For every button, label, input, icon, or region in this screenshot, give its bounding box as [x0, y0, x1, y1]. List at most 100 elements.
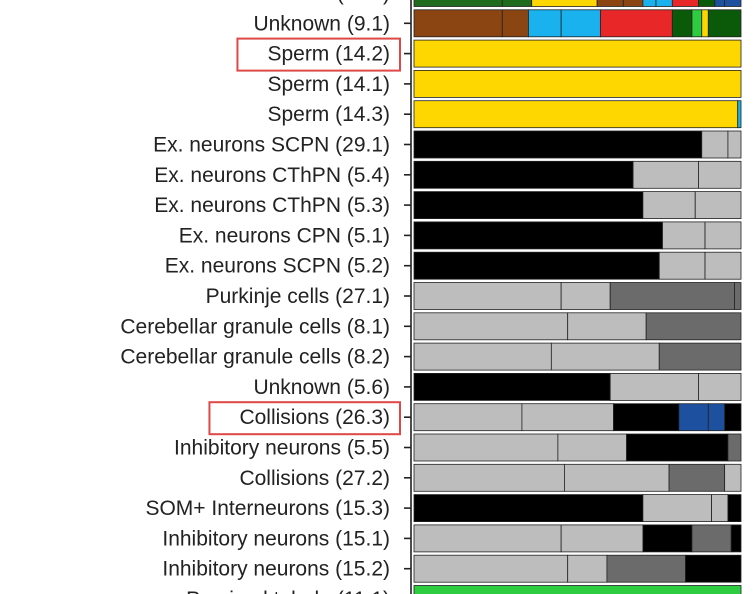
bar-segment: [413, 372, 611, 401]
bar-segment: [531, 0, 598, 7]
bar-segment: [413, 433, 559, 462]
bar-segment: [626, 433, 729, 462]
bar-segment: [550, 342, 660, 371]
highlight-box: [208, 401, 401, 436]
bar-segment: [599, 9, 673, 38]
bar-segment: [413, 9, 503, 38]
bar-segment: [642, 191, 696, 220]
bar-segment: [567, 554, 608, 583]
row-label: Ex. neurons CPN (5.1): [179, 224, 390, 247]
bar-segment: [567, 312, 647, 341]
row-label: Inhibitory neurons (5.5): [174, 437, 390, 460]
row-label: Ex. neurons CThPN (5.3): [154, 194, 390, 217]
bar-segment: [413, 130, 703, 159]
row-label: SOM+ Interneurons (15.3): [145, 497, 390, 520]
bar-segment: [691, 9, 703, 38]
bar-segment: [727, 433, 742, 462]
bar-segment: [694, 191, 742, 220]
bars-group: [413, 0, 742, 594]
bar-segment: [734, 282, 742, 310]
bar-segment: [658, 342, 742, 371]
row-label: Inhibitory neurons (15.1): [162, 527, 390, 550]
bar-segment: [564, 463, 670, 492]
bar-segment: [622, 0, 644, 7]
bar-segment: [557, 433, 627, 462]
bar-segment: [662, 221, 706, 250]
bar-segment: [727, 130, 742, 159]
bar-segment: [704, 221, 742, 250]
bar-segment: [609, 282, 735, 310]
bar-segment: [413, 312, 569, 341]
bar-segment: [701, 9, 709, 38]
row-label: Ex. neurons CThPN (5.4): [154, 164, 390, 187]
bar-segment: [596, 0, 624, 7]
row-label: Ex. neurons SCPN (29.1): [153, 134, 390, 157]
bar-segment: [528, 9, 562, 38]
bar-segment: [413, 585, 742, 594]
bar-segment: [413, 463, 565, 492]
bar-segment: [691, 524, 732, 553]
bar-segment: [413, 403, 523, 432]
bar-segment: [413, 342, 552, 371]
row-label: Sperm (14.1): [267, 73, 390, 96]
bar-segment: [606, 554, 686, 583]
bar-segment: [711, 494, 729, 523]
row-label: Unknown (11.1): [243, 0, 390, 5]
bar-segment: [698, 160, 742, 189]
bar-segment: [645, 312, 742, 341]
bar-segment: [642, 0, 657, 7]
bar-segment: [413, 191, 644, 220]
bar-segment: [413, 554, 569, 583]
bar-segment: [413, 251, 660, 280]
bar-segment: [737, 100, 742, 129]
bar-segment: [501, 9, 529, 38]
bar-segment: [704, 251, 742, 280]
bar-segment: [632, 160, 699, 189]
bar-segment: [413, 100, 739, 129]
bar-segment: [655, 0, 673, 7]
bar-segment: [671, 9, 693, 38]
y-ticks-group: [404, 0, 412, 594]
bar-segment: [658, 251, 706, 280]
bar-segment: [413, 494, 644, 523]
row-label: Unknown (9.1): [253, 12, 390, 35]
row-label: Ex. neurons SCPN (5.2): [165, 255, 390, 278]
bar-segment: [560, 524, 644, 553]
bar-segment: [727, 494, 742, 523]
bar-segment: [413, 160, 634, 189]
bar-segment: [413, 524, 562, 553]
row-label: Sperm (14.2): [267, 43, 390, 66]
row-label: Collisions (27.2): [239, 467, 390, 490]
bar-segment: [413, 282, 562, 310]
bar-segment: [671, 0, 699, 7]
bar-segment: [560, 282, 611, 310]
bar-segment: [613, 403, 680, 432]
highlight-boxes-group: [208, 37, 401, 436]
bar-segment: [698, 372, 742, 401]
row-label: Cerebellar granule cells (8.1): [120, 315, 390, 338]
bar-segment: [724, 403, 742, 432]
bar-segment: [560, 9, 601, 38]
row-labels-group: Unknown (11.1) Unknown (9.1) Sperm (14.2) S…: [120, 0, 390, 594]
bar-segment: [701, 130, 729, 159]
row-label: Cerebellar granule cells (8.2): [120, 346, 390, 369]
bar-segment: [724, 463, 742, 492]
highlight-box: [236, 37, 401, 72]
bar-segment: [678, 403, 709, 432]
bar-segment: [707, 9, 742, 38]
bar-segment: [413, 221, 663, 250]
bar-segment: [413, 0, 503, 7]
bar-segment: [501, 0, 533, 7]
bar-segment: [642, 524, 693, 553]
bar-segment: [642, 494, 712, 523]
row-label: Sperm (14.3): [267, 103, 390, 126]
row-label: Inhibitory neurons (15.2): [162, 558, 390, 581]
bar-segment: [698, 0, 716, 7]
bar-segment: [730, 524, 742, 553]
bar-segment: [668, 463, 726, 492]
bar-segment: [609, 372, 699, 401]
bar-segment: [413, 39, 742, 68]
row-label: Proximal tubule (11.1): [186, 588, 390, 594]
